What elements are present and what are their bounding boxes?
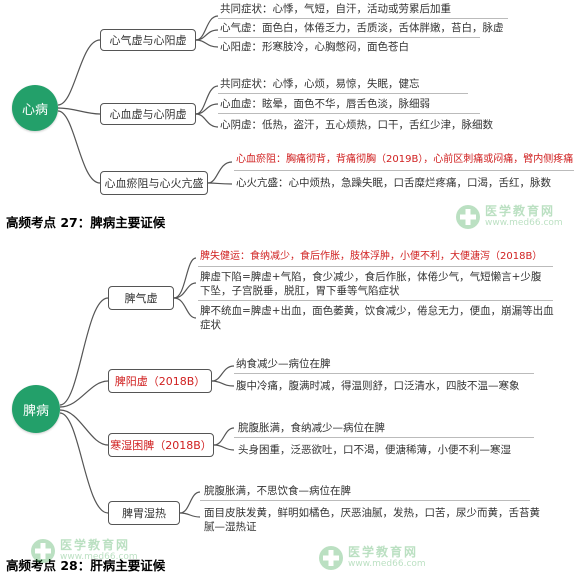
- group-label: 寒湿困脾（2018B）: [110, 439, 212, 452]
- group-label: 脾胃湿热: [122, 507, 166, 520]
- connector-line: [211, 365, 235, 382]
- group-label: 心血虚与心阴虚: [109, 108, 187, 121]
- watermark-text: 医学教育网 www.med66.com: [60, 539, 138, 563]
- heart-leaf: 共同症状：心悸，心烦，易惊，失眠，健忘: [220, 78, 420, 90]
- watermark-url: www.med66.com: [60, 552, 138, 562]
- watermark: 医学教育网 www.med66.com: [318, 545, 426, 571]
- section-heading-27: 高频考点 27：脾病主要证候: [6, 215, 166, 230]
- heart-leaf: 心阳虚：形寒肢冷，心胸憋闷，面色苍白: [220, 41, 409, 53]
- watermark-cn: 医学教育网: [485, 204, 556, 218]
- heart-root-node: 心病: [12, 85, 58, 131]
- leaf-divider: [234, 170, 574, 171]
- spleen-leaf: 脘腹胀满，食纳减少—病位在脾: [238, 422, 385, 434]
- heart-leaf: 共同症状：心悸，气短，自汗，活动或劳累后加重: [220, 3, 451, 15]
- leaf-divider: [198, 266, 553, 267]
- watermark: 医学教育网 www.med66.com: [455, 204, 563, 230]
- watermark-text: 医学教育网 www.med66.com: [485, 205, 563, 229]
- connector-line: [195, 39, 219, 48]
- connector-line: [179, 491, 201, 514]
- spleen-group-damp-heat-node: 脾胃湿热: [108, 501, 180, 525]
- leaf-divider: [218, 93, 468, 94]
- connector-line: [195, 85, 219, 115]
- group-label: 脾阳虚（2018B）: [114, 375, 206, 388]
- leaf-divider: [198, 300, 553, 301]
- heart-leaf: 心血瘀阻：胸痛彻背，背痛彻胸（2019B），心前区刺痛或闷痛，臂内侧疼痛: [236, 154, 574, 165]
- spleen-leaf: 脾不统血=脾虚+出血，面色萎黄，饮食减少，倦怠无力，便血，崩漏等出血症状: [200, 305, 554, 331]
- connector-line: [195, 15, 219, 41]
- spleen-group-cold-damp-node: 寒湿困脾（2018B）: [108, 433, 214, 457]
- watermark-cross-icon: [319, 546, 343, 570]
- connector-line: [57, 107, 101, 115]
- spleen-leaf: 腹中冷痛，腹满时减，得温则舒，口泛清水，四肢不温—寒象: [236, 380, 520, 392]
- spleen-root-label: 脾病: [22, 403, 49, 419]
- watermark-url: www.med66.com: [348, 559, 426, 569]
- connector-line: [173, 257, 197, 299]
- heart-leaf: 心血虚：眩晕，面色不华，唇舌色淡，脉细弱: [220, 98, 430, 110]
- connector-line: [195, 113, 219, 128]
- leaf-divider: [218, 18, 508, 19]
- group-label: 心血瘀阻与心火亢盛: [104, 177, 204, 190]
- connector-line: [59, 297, 109, 406]
- connector-line: [207, 161, 233, 184]
- heart-leaf: 心火亢盛：心中烦热，急躁失眠，口舌糜烂疼痛，口渴，舌红，脉数: [236, 177, 551, 189]
- watermark-cross-icon: [456, 205, 480, 229]
- spleen-leaf: 面目皮肤发黄，鲜明如橘色，厌恶油腻，发热，口苦，尿少而黄，舌苔黄腻—湿热证: [204, 507, 540, 533]
- connector-line: [179, 512, 201, 518]
- watermark: 医学教育网 www.med66.com: [30, 538, 138, 564]
- heart-root-label: 心病: [21, 102, 48, 118]
- spleen-leaf: 头身困重，泛恶欲吐，口不渴，便溏稀薄，小便不利—寒湿: [238, 444, 511, 456]
- heart-group-qi-yang-node: 心气虚与心阳虚: [100, 29, 196, 51]
- watermark-cross-icon: [31, 539, 55, 563]
- leaf-divider: [218, 113, 480, 114]
- connector-line: [59, 380, 109, 408]
- spleen-leaf: 脘腹胀满，不思饮食—病位在脾: [204, 485, 351, 497]
- spleen-leaf: 脾虚下陷=脾虚+气陷，食少减少，食后作胀，体倦少气，气短懒言+少腹下坠，子宫脱垂…: [200, 271, 542, 297]
- spleen-root-node: 脾病: [12, 385, 60, 433]
- group-label: 心气虚与心阳虚: [109, 34, 187, 47]
- spleen-group-qi-node: 脾气虚: [108, 286, 174, 310]
- heart-leaf: 心阴虚：低热，盗汗，五心烦热，口干，舌红少津，脉细数: [220, 119, 493, 131]
- heart-group-stasis-fire-node: 心血瘀阻与心火亢盛: [100, 171, 208, 195]
- connector-line: [57, 110, 101, 184]
- connector-line: [59, 412, 109, 514]
- connector-line: [173, 282, 197, 299]
- leaf-divider: [218, 37, 480, 38]
- connector-line: [211, 380, 235, 387]
- leaf-divider: [200, 500, 530, 501]
- heart-group-blood-yin-node: 心血虚与心阴虚: [100, 103, 196, 125]
- heart-leaf: 心气虚：面色白，体倦乏力，舌质淡，舌体胖嫩，苔白，脉虚: [220, 22, 504, 34]
- connector-line: [213, 444, 235, 451]
- connector-line: [57, 39, 101, 106]
- watermark-url: www.med66.com: [485, 218, 563, 228]
- leaf-divider: [234, 373, 534, 374]
- connector-line: [207, 182, 233, 185]
- leaf-divider: [234, 437, 534, 438]
- group-label: 脾气虚: [124, 292, 158, 305]
- section-heading-28: 高频考点 28：肝病主要证候: [6, 558, 166, 573]
- connector-line: [59, 409, 109, 446]
- connector-line: [173, 297, 197, 319]
- connector-line: [213, 427, 235, 446]
- spleen-group-yang-node: 脾阳虚（2018B）: [108, 369, 212, 393]
- watermark-text: 医学教育网 www.med66.com: [348, 546, 426, 570]
- watermark-cn: 医学教育网: [60, 538, 131, 552]
- watermark-cn: 医学教育网: [348, 545, 419, 559]
- spleen-leaf: 脾失健运：食纳减少，食后作胀，肢体浮肿，小便不利，大便溏泻（2018B）: [200, 251, 543, 262]
- spleen-leaf: 纳食减少—病位在脾: [236, 358, 331, 370]
